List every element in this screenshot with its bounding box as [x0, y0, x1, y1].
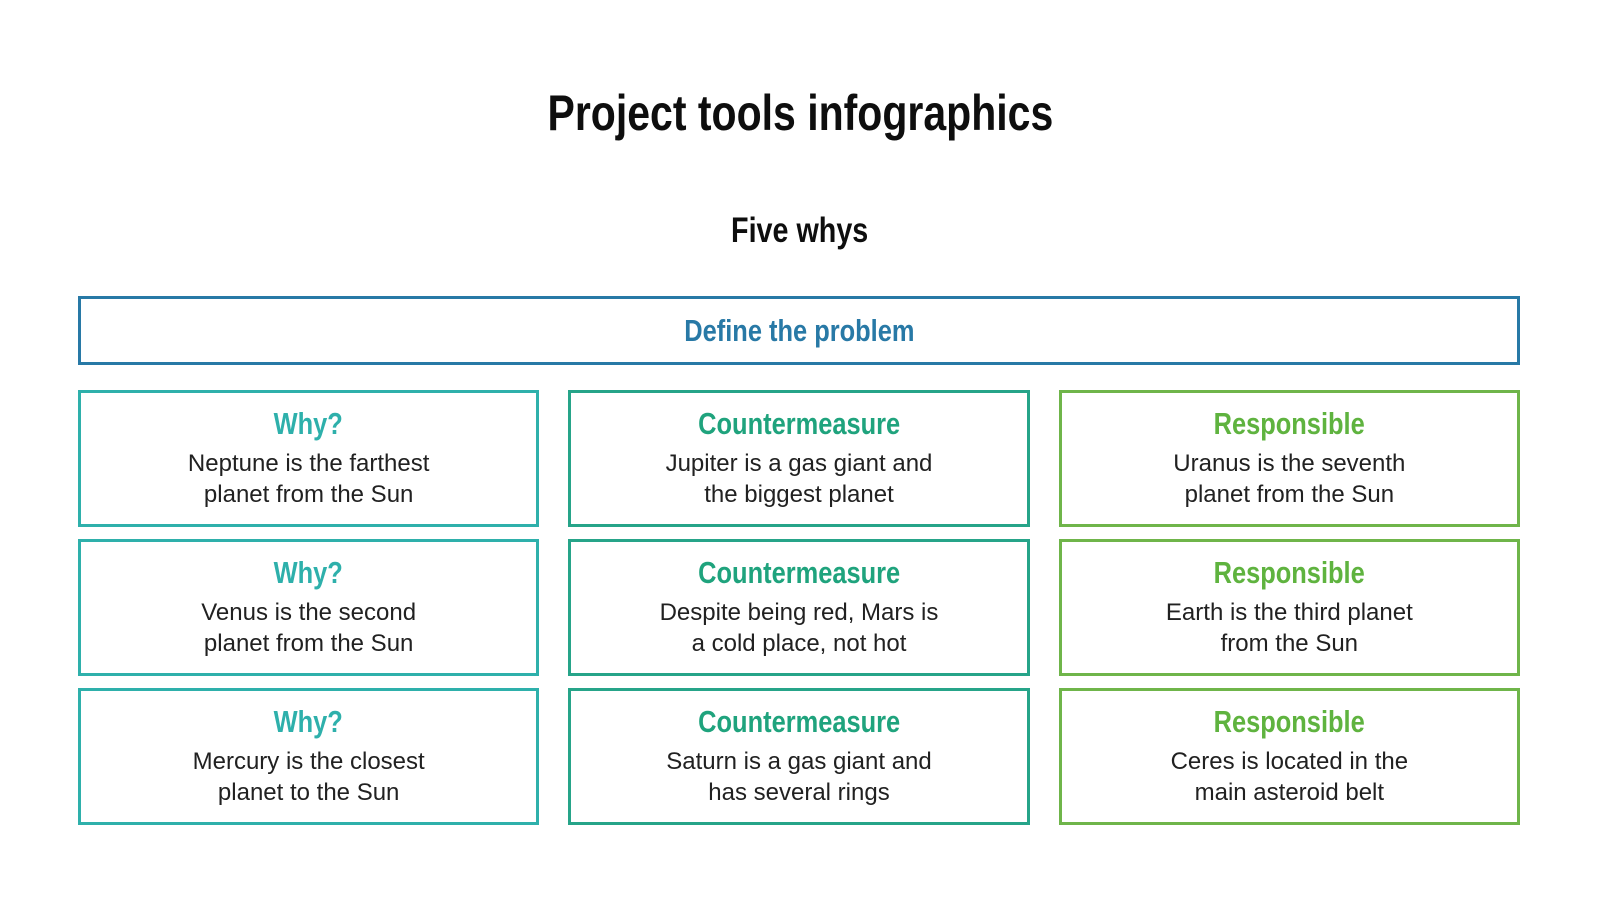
responsible-text-3: Ceres is located in the main asteroid be… — [1170, 747, 1409, 807]
responsible-heading-1-text: Responsible — [1213, 406, 1365, 441]
countermeasure-heading-1: Countermeasure — [571, 406, 1026, 442]
countermeasure-heading-2: Countermeasure — [571, 555, 1026, 591]
why-heading-3: Why? — [81, 704, 536, 740]
responsible-heading-2: Responsible — [1062, 555, 1517, 591]
page-subtitle-text: Five whys — [731, 211, 869, 250]
why-heading-2: Why? — [81, 555, 536, 591]
countermeasure-heading-1-text: Countermeasure — [697, 406, 900, 441]
responsible-heading-1: Responsible — [1062, 406, 1517, 442]
responsible-box-3: Responsible Ceres is located in the main… — [1058, 688, 1520, 825]
countermeasure-text-3: Saturn is a gas giant and has several ri… — [666, 747, 932, 807]
countermeasure-heading-3-text: Countermeasure — [697, 704, 900, 739]
why-text-3: Mercury is the closest planet to the Sun — [192, 747, 425, 807]
why-heading-1: Why? — [81, 406, 536, 442]
countermeasure-text-2: Despite being red, Mars is a cold place,… — [659, 598, 939, 658]
why-box-3: Why? Mercury is the closest planet to th… — [78, 688, 540, 825]
why-box-2: Why? Venus is the second planet from the… — [78, 539, 540, 676]
countermeasure-box-1: Countermeasure Jupiter is a gas giant an… — [568, 390, 1030, 527]
responsible-heading-2-text: Responsible — [1213, 555, 1365, 590]
countermeasure-heading-2-text: Countermeasure — [697, 555, 900, 590]
why-box-1: Why? Neptune is the farthest planet from… — [78, 390, 540, 527]
responsible-box-2: Responsible Earth is the third planet fr… — [1058, 539, 1520, 676]
countermeasure-text-1: Jupiter is a gas giant and the biggest p… — [665, 449, 933, 509]
why-heading-1-text: Why? — [274, 406, 344, 441]
page-title: Project tools infographics — [0, 86, 1600, 141]
five-whys-grid: Why? Neptune is the farthest planet from… — [78, 390, 1520, 825]
page-title-text: Project tools infographics — [547, 85, 1053, 141]
why-heading-2-text: Why? — [274, 555, 344, 590]
define-problem-box: Define the problem — [78, 296, 1520, 365]
countermeasure-box-2: Countermeasure Despite being red, Mars i… — [568, 539, 1030, 676]
responsible-heading-3: Responsible — [1062, 704, 1517, 740]
why-heading-3-text: Why? — [274, 704, 344, 739]
responsible-text-2: Earth is the third planet from the Sun — [1165, 598, 1413, 658]
countermeasure-heading-3: Countermeasure — [571, 704, 1026, 740]
responsible-box-1: Responsible Uranus is the seventh planet… — [1058, 390, 1520, 527]
define-problem-label: Define the problem — [683, 312, 915, 348]
page-subtitle: Five whys — [0, 211, 1600, 251]
why-text-2: Venus is the second planet from the Sun — [201, 598, 417, 658]
responsible-text-1: Uranus is the seventh planet from the Su… — [1173, 449, 1406, 509]
why-text-1: Neptune is the farthest planet from the … — [187, 449, 430, 509]
responsible-heading-3-text: Responsible — [1213, 704, 1365, 739]
countermeasure-box-3: Countermeasure Saturn is a gas giant and… — [568, 688, 1030, 825]
